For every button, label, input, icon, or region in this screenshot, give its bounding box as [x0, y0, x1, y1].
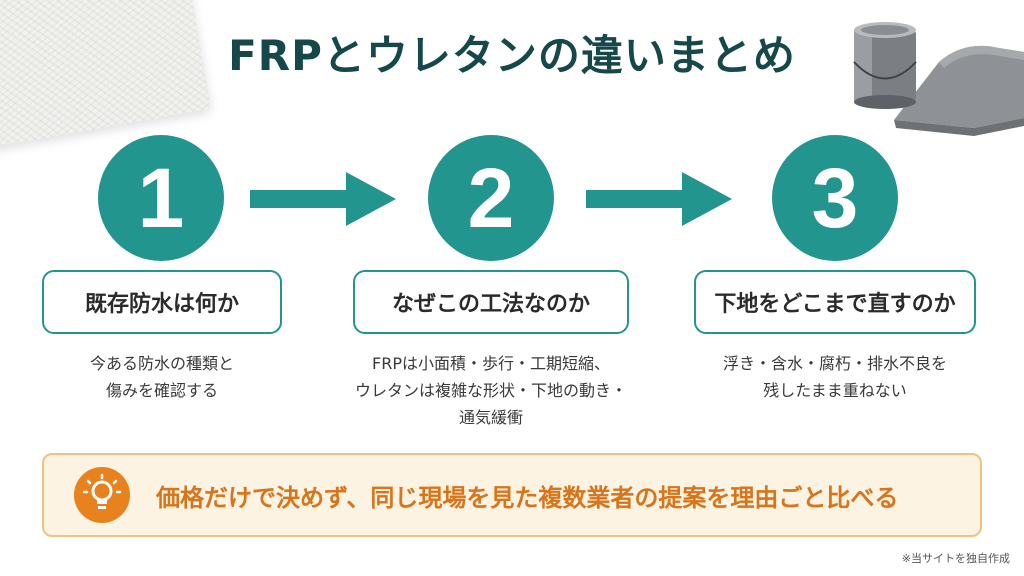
step-2-desc-line: ウレタンは複雑な形状・下地の動き・ [354, 381, 627, 400]
page-title: FRPとウレタンの違いまとめ [228, 31, 796, 80]
arrow-right-icon [250, 172, 396, 226]
step-2-desc-line: FRPは小面積・歩行・工期短縮、 [372, 354, 610, 373]
source-footnote: ※当サイトを独自作成 [901, 552, 1010, 565]
step-2-desc-line: 通気緩衝 [458, 408, 523, 427]
tip-banner: 価格だけで決めず、同じ現場を見た複数業者の提案を理由ごと比べる [42, 453, 982, 537]
step-2-description: FRPは小面積・歩行・工期短縮、 ウレタンは複雑な形状・下地の動き・ 通気緩衝 [318, 350, 664, 431]
lightbulb-icon [74, 467, 130, 523]
step-2-label: なぜこの工法なのか [391, 292, 590, 317]
step-1-box: 既存防水は何か [42, 270, 282, 334]
step-2-number: 2 [428, 135, 554, 261]
step-1-number: 1 [98, 135, 224, 261]
arrow-right-icon [586, 172, 732, 226]
step-3-label: 下地をどこまで直すのか [714, 292, 956, 317]
step-3-description: 浮き・含水・腐朽・排水不良を 残したまま重ねない [694, 350, 976, 404]
paint-can-and-sheet-image [853, 22, 1024, 136]
step-3-desc-line: 浮き・含水・腐朽・排水不良を [722, 354, 947, 373]
step-1-desc-line: 傷みを確認する [105, 381, 218, 400]
step-3-box: 下地をどこまで直すのか [694, 270, 976, 334]
step-3-desc-line: 残したまま重ねない [763, 381, 907, 400]
step-3-number: 3 [772, 135, 898, 261]
tip-text: 価格だけで決めず、同じ現場を見た複数業者の提案を理由ごと比べる [156, 483, 899, 512]
step-1-label: 既存防水は何か [84, 292, 239, 317]
step-1-desc-line: 今ある防水の種類と [89, 354, 234, 373]
step-1-description: 今ある防水の種類と 傷みを確認する [42, 350, 282, 404]
step-2-box: なぜこの工法なのか [353, 270, 629, 334]
